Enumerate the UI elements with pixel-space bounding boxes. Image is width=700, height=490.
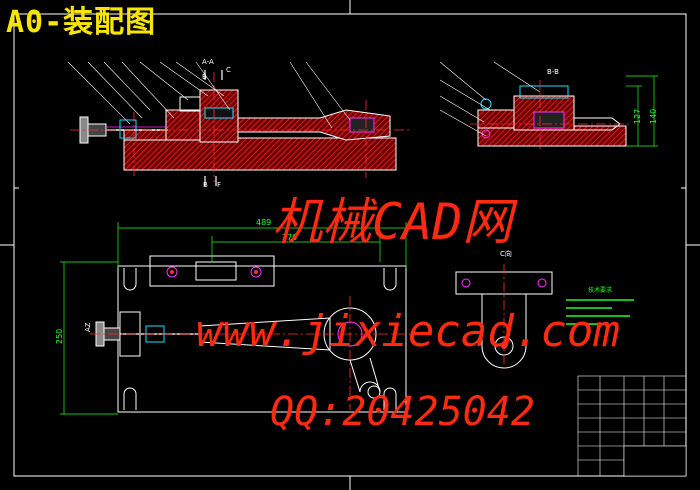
- dimension-127: 127: [633, 109, 642, 124]
- watermark-line-1: 机械CAD网: [272, 193, 513, 251]
- watermark-line-2: www.jixiecad.com: [196, 306, 620, 357]
- section-mark-c: C: [226, 66, 231, 74]
- section-mark-aa: A-A: [202, 58, 214, 66]
- side-view-title: B-B: [547, 68, 559, 76]
- top-view-mark: AZ: [84, 322, 92, 332]
- tech-req-title: 技术要求: [588, 286, 612, 294]
- dimension-140: 140: [649, 109, 658, 124]
- section-mark-f: F: [217, 181, 221, 189]
- front-view: A-A B C B F: [67, 58, 410, 189]
- top-view: 489 270 250 AZ: [55, 218, 410, 415]
- detail-view: C向: [455, 249, 553, 370]
- dimension-270: 270: [282, 233, 297, 242]
- watermark-line-3: QQ:20425042: [270, 389, 535, 435]
- section-mark-b-top: B: [202, 73, 207, 81]
- dimension-250: 250: [55, 329, 64, 344]
- side-view: 127 140 B-B: [439, 61, 658, 150]
- section-mark-b-bottom: B: [203, 181, 208, 189]
- tech-requirements: 技术要求: [566, 286, 634, 325]
- title-block: [577, 375, 687, 477]
- drawing-title: A0-装配图: [6, 5, 157, 40]
- dimension-489: 489: [256, 218, 271, 227]
- detail-view-title: C向: [500, 249, 512, 258]
